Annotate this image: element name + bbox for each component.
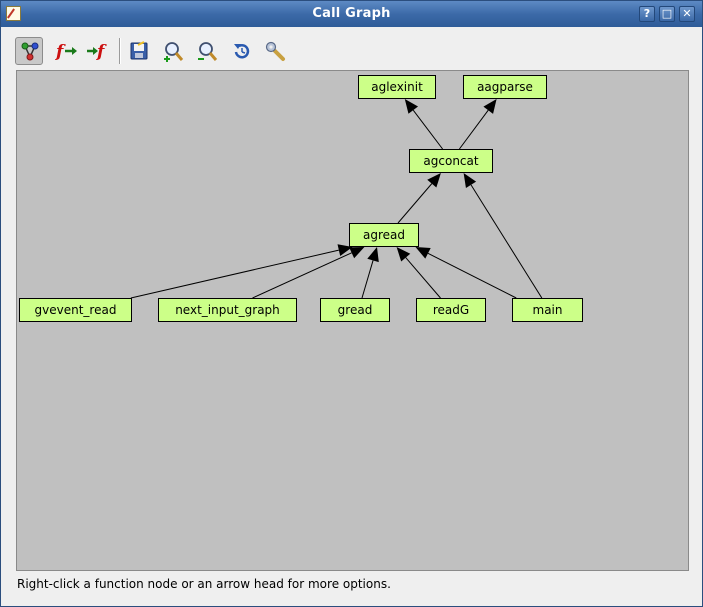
title-bar[interactable]: Call Graph ? □ ✕	[1, 1, 702, 27]
zoom-out-tool[interactable]	[193, 37, 221, 65]
arrow-head-main-to-agconcat[interactable]	[463, 173, 477, 189]
call-edge-next-input-graph-to-agread	[252, 252, 352, 299]
function-node-agconcat[interactable]: agconcat	[409, 149, 493, 173]
reset-icon	[234, 44, 250, 59]
call-graph-tool[interactable]	[15, 37, 43, 65]
toolbar-separator	[119, 38, 121, 64]
arrow-head-readG-to-agread[interactable]	[396, 247, 411, 262]
call-edge-gread-to-agread	[361, 260, 374, 299]
zoom-in-tool[interactable]	[159, 37, 187, 65]
graph-edges	[130, 99, 543, 299]
svg-text:f: f	[96, 42, 107, 61]
app-icon	[6, 6, 21, 21]
maximize-button[interactable]: □	[659, 6, 675, 22]
arrow-head-agread-to-agconcat[interactable]	[427, 173, 441, 188]
settings-tool[interactable]	[261, 37, 289, 65]
arrow-head-gread-to-agread[interactable]	[367, 247, 379, 263]
function-node-agread[interactable]: agread	[349, 223, 419, 247]
function-node-aglexinit[interactable]: aglexinit	[358, 75, 436, 99]
window-title: Call Graph	[312, 6, 391, 21]
help-button[interactable]: ?	[639, 6, 655, 22]
graph-canvas[interactable]: aglexinit aagparse agconcat agread gvevent_r…	[16, 70, 689, 571]
show-callers-tool[interactable]: f	[83, 37, 111, 65]
arrow-head-agconcat-to-aglexinit[interactable]	[404, 99, 419, 114]
arrow-head-next-input-graph-to-agread[interactable]	[349, 247, 365, 259]
function-node-main[interactable]: main	[512, 298, 583, 322]
call-edge-readG-to-agread	[405, 257, 441, 299]
function-arrow-in-icon: f	[87, 42, 107, 61]
function-node-readG[interactable]: readG	[416, 298, 486, 322]
arrow-head-main-to-agread[interactable]	[415, 247, 431, 259]
arrow-head-agconcat-to-aagparse[interactable]	[483, 99, 497, 114]
toolbar: f f	[11, 35, 691, 65]
show-callees-tool[interactable]: f	[51, 37, 79, 65]
call-edge-main-to-agread	[427, 252, 517, 299]
arrow-head-gvevent-read-to-agread[interactable]	[337, 244, 353, 256]
wrench-icon	[265, 41, 285, 61]
call-edge-gvevent-read-to-agread	[130, 249, 339, 299]
function-arrow-out-icon: f	[55, 42, 77, 61]
function-node-gvevent-read[interactable]: gvevent_read	[19, 298, 132, 322]
status-text: Right-click a function node or an arrow …	[17, 577, 391, 591]
function-node-next-input-graph[interactable]: next_input_graph	[158, 298, 297, 322]
svg-text:f: f	[55, 42, 66, 61]
reset-view-tool[interactable]	[227, 37, 255, 65]
call-edge-main-to-agconcat	[470, 184, 543, 299]
call-edge-agconcat-to-aglexinit	[412, 109, 443, 150]
zoom-in-icon	[164, 42, 184, 62]
save-tool[interactable]	[125, 37, 153, 65]
function-node-aagparse[interactable]: aagparse	[463, 75, 547, 99]
graph-nodes-icon	[21, 42, 39, 61]
function-node-gread[interactable]: gread	[320, 298, 390, 322]
call-edge-agread-to-agconcat	[397, 183, 433, 224]
call-edge-agconcat-to-aagparse	[458, 109, 489, 150]
zoom-out-icon	[198, 42, 218, 61]
save-icon	[130, 41, 148, 60]
close-button[interactable]: ✕	[679, 6, 695, 22]
